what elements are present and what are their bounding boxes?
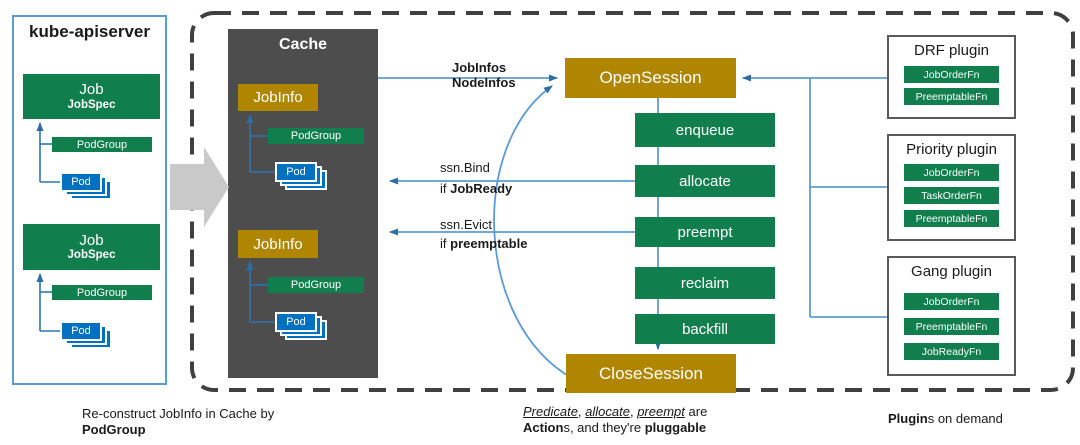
action-label: enqueue bbox=[675, 121, 735, 139]
plugin-fn: PreemptableFn bbox=[904, 88, 999, 105]
cache-pod-stack-1: Pod bbox=[275, 162, 327, 190]
opensession-box: OpenSession bbox=[565, 58, 736, 98]
pod-front: Pod bbox=[275, 162, 317, 182]
pod-label: Pod bbox=[71, 176, 91, 188]
plugin-bold-text: Plugin bbox=[888, 411, 928, 426]
if-text: if bbox=[440, 181, 451, 196]
jobinfo-box-1: JobInfo bbox=[238, 84, 318, 111]
plugin-fn: JobOrderFn bbox=[904, 66, 999, 83]
podgroup-label: PodGroup bbox=[290, 279, 342, 291]
closesession-box: CloseSession bbox=[566, 354, 736, 393]
plugin-fn: PreemptableFn bbox=[904, 210, 999, 227]
action-backfill: backfill bbox=[635, 314, 775, 344]
action-enqueue: enqueue bbox=[635, 113, 775, 147]
caption-cache-line2: PodGroup bbox=[82, 422, 146, 437]
plain-text: s, and they're bbox=[563, 420, 645, 435]
sep: , bbox=[629, 404, 638, 419]
sep: , bbox=[577, 404, 586, 419]
cache-pod-stack-2: Pod bbox=[275, 312, 327, 340]
are-text: are bbox=[684, 404, 708, 419]
pod-stack-2: Pod bbox=[60, 321, 112, 349]
caption-cache-line1: Re-construct JobInfo in Cache by bbox=[82, 406, 275, 421]
plugin-title: Priority plugin bbox=[906, 141, 997, 158]
action-label: allocate bbox=[679, 172, 731, 190]
cache-podgroup-box-1: PodGroup bbox=[268, 128, 364, 144]
jobspec-label: JobSpec bbox=[67, 98, 116, 111]
preempt-text: preempt bbox=[637, 404, 685, 419]
action-bold-text: Action bbox=[523, 420, 564, 435]
jobinfo-label: JobInfo bbox=[253, 235, 303, 253]
jobinfo-label: JobInfo bbox=[253, 89, 303, 106]
plugin-fn-list: JobOrderFn TaskOrderFn PreemptableFn bbox=[889, 164, 1014, 227]
closesession-label: CloseSession bbox=[599, 363, 703, 383]
plugin-box-drf: DRF plugin JobOrderFn PreemptableFn bbox=[887, 35, 1016, 119]
job-label: Job bbox=[79, 231, 104, 249]
ssn-bind-label: ssn.Bind bbox=[440, 160, 490, 175]
cache-podgroup-box-2: PodGroup bbox=[268, 277, 364, 293]
podgroup-box-2: PodGroup bbox=[52, 285, 152, 300]
action-allocate: allocate bbox=[635, 165, 775, 197]
if-jobready-label: if JobReady bbox=[440, 181, 512, 196]
jobinfos-edge-label: JobInfos NodeInfos bbox=[452, 60, 516, 90]
job-box-2: Job JobSpec bbox=[23, 224, 160, 270]
action-label: reclaim bbox=[680, 274, 730, 292]
action-preempt: preempt bbox=[635, 217, 775, 247]
podgroup-label: PodGroup bbox=[76, 138, 128, 151]
job-box-1: Job JobSpec bbox=[23, 74, 160, 119]
podgroup-label: PodGroup bbox=[290, 130, 342, 142]
action-label: backfill bbox=[682, 320, 728, 338]
caption-actions-line1: Predicate, allocate, preempt are bbox=[523, 404, 707, 420]
podgroup-label: PodGroup bbox=[76, 286, 128, 299]
plugin-fn-list: JobOrderFn PreemptableFn bbox=[889, 66, 1014, 105]
pod-front: Pod bbox=[60, 172, 102, 192]
podgroup-box-1: PodGroup bbox=[52, 137, 152, 152]
on-demand-text: s on demand bbox=[927, 411, 1003, 426]
pod-front: Pod bbox=[275, 312, 317, 332]
if-text: if bbox=[440, 236, 451, 251]
caption-actions: Predicate, allocate, preempt are Actions… bbox=[523, 404, 707, 436]
action-reclaim: reclaim bbox=[635, 267, 775, 299]
ssn-evict-label: ssn.Evict bbox=[440, 217, 493, 232]
plugin-fn: JobOrderFn bbox=[904, 164, 999, 181]
plugin-box-priority: Priority plugin JobOrderFn TaskOrderFn P… bbox=[887, 134, 1016, 241]
kube-apiserver-title: kube-apiserver bbox=[29, 22, 150, 41]
nodeinfos-label: NodeInfos bbox=[452, 75, 516, 90]
caption-plugins: Plugins on demand bbox=[888, 411, 1003, 427]
apiserver-to-cache-arrow bbox=[170, 147, 229, 227]
plugin-fn: TaskOrderFn bbox=[904, 187, 999, 204]
close-to-open-loop bbox=[493, 85, 573, 379]
action-label: preempt bbox=[677, 223, 733, 241]
pod-front: Pod bbox=[60, 321, 102, 341]
caption-cache: Re-construct JobInfo in Cache by PodGrou… bbox=[82, 406, 274, 438]
jobready-text: JobReady bbox=[450, 181, 513, 196]
plugin-box-gang: Gang plugin JobOrderFn PreemptableFn Job… bbox=[887, 256, 1016, 376]
plugin-title: DRF plugin bbox=[913, 42, 990, 59]
plugin-fn: JobOrderFn bbox=[904, 293, 999, 310]
pod-label: Pod bbox=[71, 325, 91, 337]
plugin-fn-list: JobOrderFn PreemptableFn JobReadyFn bbox=[889, 293, 1014, 360]
preemptable-text: preemptable bbox=[450, 236, 528, 251]
allocate-text: allocate bbox=[585, 404, 630, 419]
pod-stack-1: Pod bbox=[60, 172, 112, 200]
cache-title: Cache bbox=[278, 36, 328, 53]
if-preemptable-label: if preemptable bbox=[440, 236, 527, 251]
pluggable-bold-text: pluggable bbox=[644, 420, 707, 435]
predicate-text: Predicate bbox=[523, 404, 578, 419]
pod-label: Pod bbox=[286, 166, 306, 178]
plugin-title: Gang plugin bbox=[911, 263, 992, 280]
jobinfo-box-2: JobInfo bbox=[238, 230, 318, 258]
caption-actions-line2: Actions, and they're pluggable bbox=[523, 420, 707, 436]
jobspec-label: JobSpec bbox=[67, 249, 116, 262]
plugin-fn: PreemptableFn bbox=[904, 318, 999, 335]
plugin-fn: JobReadyFn bbox=[904, 343, 999, 360]
job-label: Job bbox=[79, 81, 104, 99]
opensession-label: OpenSession bbox=[599, 68, 702, 87]
pod-label: Pod bbox=[286, 316, 306, 328]
jobinfos-label: JobInfos bbox=[452, 60, 507, 75]
